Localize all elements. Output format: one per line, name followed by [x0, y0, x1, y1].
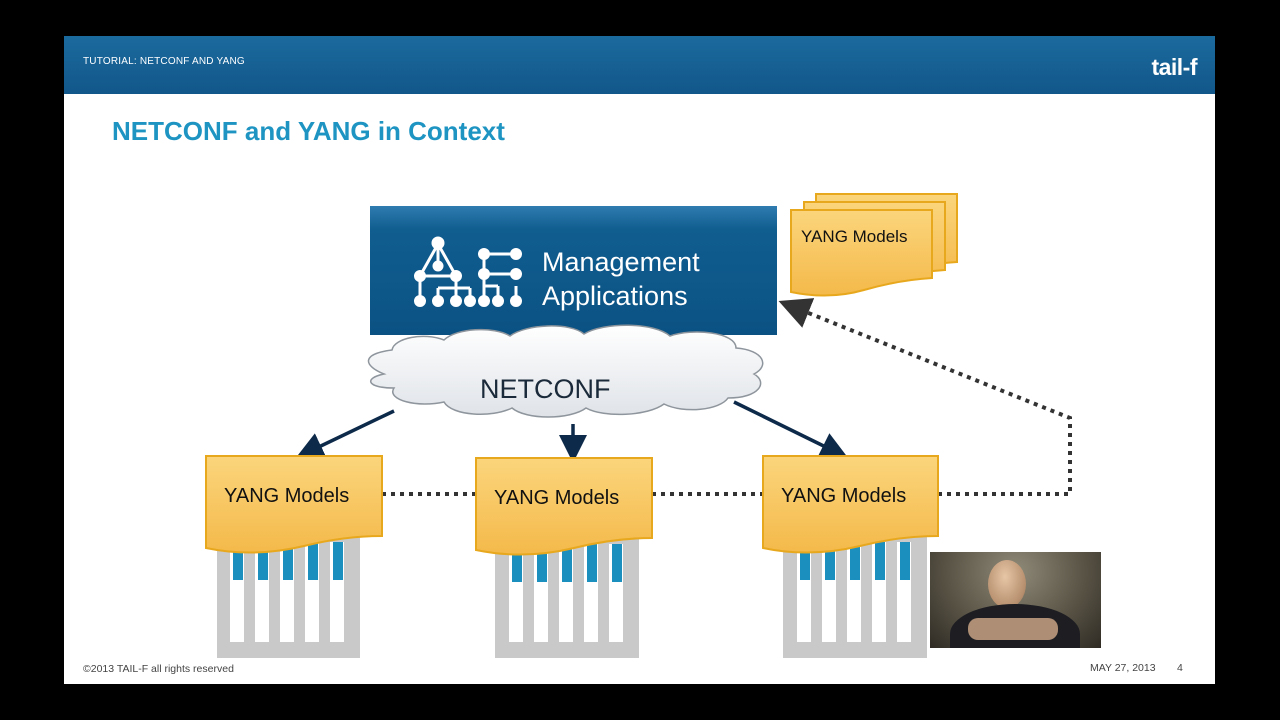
footer-page-number: 4: [1177, 662, 1183, 674]
device-1-yang-label: YANG Models: [224, 485, 349, 507]
footer-copyright: ©2013 TAIL-F all rights reserved: [83, 663, 234, 675]
tail-f-logo: tail-f: [1151, 54, 1197, 80]
netconf-label: NETCONF: [480, 374, 611, 404]
presenter-webcam: [930, 552, 1101, 648]
header-bar: TUTORIAL: NETCONF AND YANG tail-f: [64, 36, 1215, 94]
slide: TUTORIAL: NETCONF AND YANG tail-f NETCON…: [64, 36, 1215, 684]
top-yang-models-label: YANG Models: [801, 227, 907, 246]
netconf-yang-diagram: Management Applications YANG Models NETC…: [205, 193, 1072, 658]
page-title: NETCONF and YANG in Context: [112, 116, 505, 146]
device-1: YANG Models: [205, 455, 383, 658]
presenter-head: [988, 560, 1026, 608]
device-3-yang-label: YANG Models: [781, 485, 906, 507]
dotted-model-links: [382, 298, 1072, 496]
header-title: TUTORIAL: NETCONF AND YANG: [83, 56, 245, 67]
top-yang-models-stack: YANG Models: [790, 193, 958, 297]
management-label-line1: Management: [542, 247, 700, 277]
device-2-yang-label: YANG Models: [494, 487, 619, 509]
management-applications-box: Management Applications: [370, 206, 777, 335]
netconf-cloud: NETCONF: [367, 324, 764, 418]
management-label-line2: Applications: [542, 281, 688, 311]
footer-date: MAY 27, 2013: [1090, 662, 1156, 674]
device-2: YANG Models: [475, 457, 653, 658]
network-tree-icon: [414, 236, 522, 307]
presenter-hands: [968, 618, 1058, 640]
device-3: YANG Models: [762, 455, 939, 658]
